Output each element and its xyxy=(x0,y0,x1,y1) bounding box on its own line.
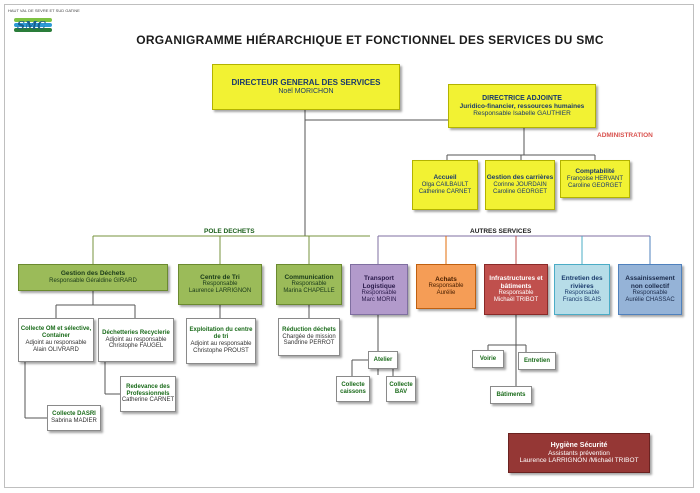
compta-l2: Caroline GEORGET xyxy=(567,182,622,189)
tri-l2: Laurence LARRIGNON xyxy=(188,288,252,295)
decheteries-title: Déchetteries Recyclerie xyxy=(102,329,170,336)
reduction-l1: Chargée de mission xyxy=(282,333,336,340)
collecte-om-l2: Alain OLIVRARD xyxy=(33,346,79,353)
caissons-title: Collecte caissons xyxy=(340,382,366,395)
comm-title: Communication xyxy=(284,273,334,281)
node-accueil: Accueil Olga CAILBAULT Catherine CARNET xyxy=(412,160,478,210)
infra-l2: Michaël TRIBOT xyxy=(493,296,539,303)
infra-l1: Responsable xyxy=(498,290,534,297)
comm-l2: Marina CHAPELLE xyxy=(283,288,335,295)
node-carrieres: Gestion des carrières Corinne JOURDAIN C… xyxy=(485,160,555,210)
node-collecte-caissons: Collecte caissons xyxy=(336,376,370,402)
voirie-title: Voirie xyxy=(479,355,497,362)
carrieres-title: Gestion des carrières xyxy=(486,174,554,182)
node-transport: Transport Logistique Responsable Marc MO… xyxy=(350,264,408,315)
entretien-title: Entretien xyxy=(523,357,550,364)
node-atelier: Atelier xyxy=(368,351,398,369)
adjointe-title: DIRECTRICE ADJOINTE xyxy=(482,94,562,102)
bav-title: Collecte BAV xyxy=(389,382,413,395)
label-pole-dechets: POLE DECHETS xyxy=(204,228,255,235)
adjointe-name: Responsable Isabelle GAUTHIER xyxy=(473,110,571,118)
collecte-om-l1: Adjoint au responsable xyxy=(25,340,87,346)
node-collecte-dasri: Collecte DASRI Sabrina MADIER xyxy=(47,405,101,431)
dgs-title: DIRECTEUR GENERAL DES SERVICES xyxy=(231,78,381,88)
logo-text: SMC xyxy=(17,19,46,32)
reduction-title: Réduction déchets xyxy=(282,326,336,333)
achats-l2: Aurélie xyxy=(436,290,456,297)
redevance-title: Redevance des Professionnels xyxy=(126,383,170,397)
rivieres-title: Entretien des rivières xyxy=(561,275,603,290)
node-hygiene-securite: Hygiène Sécurité Assistants prévention L… xyxy=(508,433,650,473)
node-assainissement: Assainissement non collectif Responsable… xyxy=(618,264,682,315)
hygiene-l2: Laurence LARRIGNON /Michaël TRIBOT xyxy=(519,457,639,465)
dasri-l1: Sabrina MADIER xyxy=(51,418,97,424)
exploitation-title: Exploitation du centre de tri xyxy=(189,327,253,341)
node-collecte-om: Collecte OM et sélective, Container Adjo… xyxy=(18,318,94,362)
node-achats: Achats Responsable Aurélie xyxy=(416,264,476,309)
assain-title: Assainissement non collectif xyxy=(625,275,675,290)
dgs-name: Noël MORICHON xyxy=(278,87,334,95)
logo-org-name: HAUT VAL DE SEVRE ET SUD GATINE xyxy=(8,8,80,13)
rivieres-l1: Responsable xyxy=(564,290,600,297)
hygiene-l1: Assistants prévention xyxy=(548,449,610,457)
node-communication: Communication Responsable Marina CHAPELL… xyxy=(276,264,342,305)
node-exploitation: Exploitation du centre de tri Adjoint au… xyxy=(186,318,256,364)
node-gestion-dechets: Gestion des Déchets Responsable Géraldin… xyxy=(18,264,168,291)
hygiene-title: Hygiène Sécurité xyxy=(550,441,608,449)
dechets-title: Gestion des Déchets xyxy=(60,270,126,278)
exploitation-l1: Adjoint au responsable xyxy=(190,341,252,347)
achats-title: Achats xyxy=(435,275,457,283)
transport-title: Transport Logistique xyxy=(362,275,396,290)
tri-title: Centre de Tri xyxy=(200,273,240,281)
node-centre-tri: Centre de Tri Responsable Laurence LARRI… xyxy=(178,264,262,305)
logo-bar-dark-green xyxy=(14,28,52,32)
assain-l1: Responsable xyxy=(632,290,668,297)
dasri-title: Collecte DASRI xyxy=(52,411,96,418)
batiments-title: Bâtiments xyxy=(496,391,526,398)
node-batiments: Bâtiments xyxy=(490,386,532,404)
page-title: ORGANIGRAMME HIÉRARCHIQUE ET FONCTIONNEL… xyxy=(136,33,604,47)
label-autres-services: AUTRES SERVICES xyxy=(470,228,532,235)
node-infrastructures: Infrastructures et bâtiments Responsable… xyxy=(484,264,548,315)
compta-l1: Françoise HERVANT xyxy=(566,175,624,182)
transport-l1: Responsable xyxy=(361,290,397,297)
node-reduction-dechets: Réduction déchets Chargée de mission San… xyxy=(278,318,340,356)
node-redevance: Redevance des Professionnels Catherine C… xyxy=(120,376,176,412)
carrieres-l1: Corinne JOURDAIN xyxy=(493,181,547,188)
node-comptabilite: Comptabilité Françoise HERVANT Caroline … xyxy=(560,160,630,198)
dechets-l1: Responsable Géraldine GIRARD xyxy=(49,277,137,284)
compta-title: Comptabilité xyxy=(575,168,615,176)
label-administration: ADMINISTRATION xyxy=(597,132,653,139)
achats-l1: Responsable xyxy=(428,283,464,290)
collecte-om-title: Collecte OM et sélective, Container xyxy=(20,326,92,340)
node-collecte-bav: Collecte BAV xyxy=(386,376,416,402)
exploitation-l2: Christophe PROUST xyxy=(193,347,249,354)
tri-l1: Responsable xyxy=(202,281,238,288)
node-dgs: DIRECTEUR GENERAL DES SERVICES Noël MORI… xyxy=(212,64,400,110)
infra-title: Infrastructures et bâtiments xyxy=(489,275,543,290)
logo-bar-blue xyxy=(14,23,52,27)
node-voirie: Voirie xyxy=(472,350,504,368)
assain-l2: Aurélie CHASSAC xyxy=(625,296,675,303)
transport-l2: Marc MORIN xyxy=(361,296,397,303)
reduction-l2: Sandrine PERROT xyxy=(283,340,335,347)
accueil-l1: Olga CAILBAULT xyxy=(421,181,469,188)
rivieres-l2: Francis BLAIS xyxy=(562,296,602,303)
redevance-l1: Catherine CARNET xyxy=(121,397,175,404)
adjointe-subtitle: Juridico-financier, ressources humaines xyxy=(459,102,585,110)
node-rivieres: Entretien des rivières Responsable Franc… xyxy=(554,264,610,315)
logo-bar-green xyxy=(14,18,52,22)
node-entretien: Entretien xyxy=(518,352,556,370)
decheteries-l1: Adjoint au responsable xyxy=(105,336,167,343)
decheteries-l2: Christophe FAUGEL xyxy=(108,343,164,350)
carrieres-l2: Caroline GEORGET xyxy=(492,188,547,195)
atelier-title: Atelier xyxy=(373,356,393,363)
accueil-title: Accueil xyxy=(433,174,457,182)
comm-l1: Responsable xyxy=(291,281,327,288)
accueil-l2: Catherine CARNET xyxy=(418,188,472,195)
node-decheteries: Déchetteries Recyclerie Adjoint au respo… xyxy=(98,318,174,362)
node-directrice-adjointe: DIRECTRICE ADJOINTE Juridico-financier, … xyxy=(448,84,596,128)
